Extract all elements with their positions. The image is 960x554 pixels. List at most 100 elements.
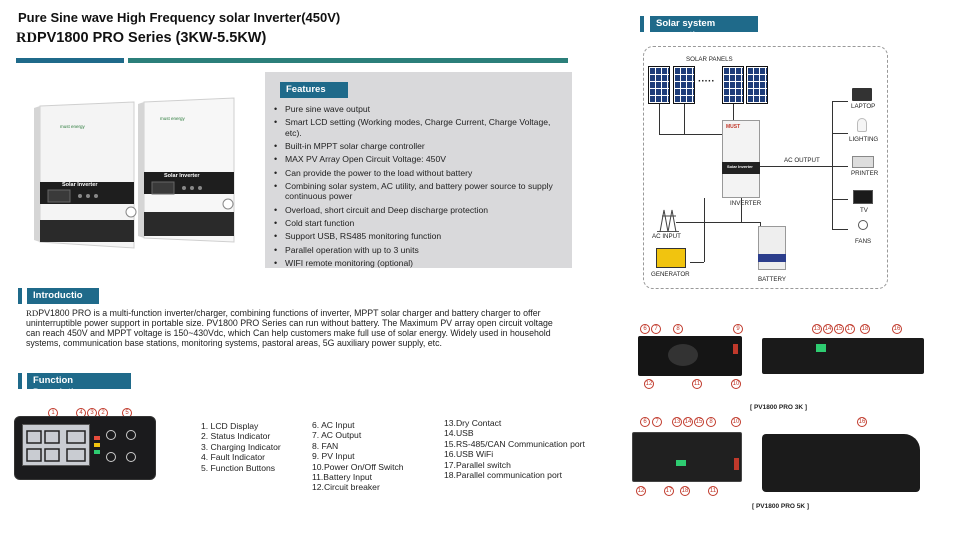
wire xyxy=(690,262,704,263)
feature-item: Can provide the power to the load withou… xyxy=(272,168,562,179)
caption-3k: [ PV1800 PRO 3K ] xyxy=(750,404,808,411)
solar-panel-icon xyxy=(746,66,768,104)
feature-item: Smart LCD setting (Working modes, Charge… xyxy=(272,117,562,138)
wire xyxy=(832,133,848,134)
inverter-unit-right xyxy=(138,97,235,243)
generator-label: GENERATOR xyxy=(651,271,690,278)
feature-item: Support USB, RS485 monitoring function xyxy=(272,231,562,242)
inverter-side-5k-image xyxy=(762,434,920,492)
printer-label: PRINTER xyxy=(851,170,879,177)
port-callout: 11 xyxy=(692,379,702,389)
unit-label-left: Solar Inverter xyxy=(62,182,98,188)
ellipsis-icon: ····· xyxy=(698,76,715,87)
fan-grille-icon xyxy=(668,344,698,366)
inverter-illustration xyxy=(34,97,235,249)
inverter-label: INVERTER xyxy=(730,200,762,207)
function-item: 1. LCD Display xyxy=(201,421,259,431)
function-list-col1: 1. LCD Display 2. Status Indicator 3. Ch… xyxy=(201,421,281,473)
product-image: Solar Inverter Solar Inverter must energ… xyxy=(16,72,266,268)
charge-led-icon xyxy=(94,443,100,447)
power-tower-icon xyxy=(657,208,679,233)
lcd-segments xyxy=(26,430,86,462)
solar-diagram-frame xyxy=(643,46,888,289)
wire xyxy=(760,222,761,228)
intro-marker xyxy=(18,288,22,304)
solar-panel-icon xyxy=(673,66,695,104)
function-item: 15.RS-485/CAN Communication port xyxy=(444,438,585,449)
port-callout: 16 xyxy=(892,324,902,334)
feature-item: Overload, short circuit and Deep dischar… xyxy=(272,205,562,216)
solar-marker xyxy=(640,16,644,32)
series-brand: RD xyxy=(16,30,37,46)
power-tower-graphic xyxy=(659,209,677,233)
intro-paragraph: RDPV1800 PRO is a multi-function inverte… xyxy=(26,308,566,348)
features-list: Pure sine wave output Smart LCD setting … xyxy=(272,104,562,271)
solar-panels-label: SOLAR PANELS xyxy=(686,56,733,63)
function-item: 13.Dry Contact xyxy=(444,418,502,428)
intro-heading: Introductio xyxy=(27,288,99,304)
lightbulb-icon xyxy=(857,118,867,132)
feature-item: Combining solar system, AC utility, and … xyxy=(272,181,562,202)
battery-stripe-icon xyxy=(758,254,786,262)
port-callout: 11 xyxy=(708,486,718,496)
ac-input-label: AC INPUT xyxy=(652,233,681,240)
function-item: 4. Fault Indicator xyxy=(201,452,266,463)
page-title: Pure Sine wave High Frequency solar Inve… xyxy=(18,10,341,25)
usb-port-icon xyxy=(676,460,686,466)
lcd-display-image xyxy=(22,424,90,466)
inverter-display-icon xyxy=(722,162,760,174)
port-callout: 13 xyxy=(672,417,682,427)
port-callout: 16 xyxy=(857,417,867,427)
ac-output-label: AC OUTPUT xyxy=(784,157,820,164)
inverter-unit-left xyxy=(34,101,135,249)
function-item: 3. Charging Indicator xyxy=(201,441,281,452)
function-item: 18.Parallel communication port xyxy=(444,470,562,481)
down-button-icon[interactable] xyxy=(106,452,116,462)
wire xyxy=(741,198,742,222)
function-item: 9. PV Input xyxy=(312,451,355,462)
port-callout: 18 xyxy=(860,324,870,334)
inverter-unit-label: Solar Inverter xyxy=(727,164,753,169)
function-item: 5. Function Buttons xyxy=(201,462,276,473)
function-item: 14.USB xyxy=(444,428,474,439)
wire xyxy=(733,104,734,120)
function-item: 17.Parallel switch xyxy=(444,459,511,470)
solar-panel-icon xyxy=(648,66,670,104)
port-callout: 7 xyxy=(651,324,661,334)
inverter-brand: MUST xyxy=(726,124,741,130)
function-list-col3: 13.Dry Contact 14.USB 15.RS-485/CAN Comm… xyxy=(444,418,585,480)
enter-button-icon[interactable] xyxy=(126,430,136,440)
port-callout: 7 xyxy=(652,417,662,427)
function-item: 2. Status Indicator xyxy=(201,431,271,442)
features-heading: Features xyxy=(280,82,348,98)
esc-button-icon[interactable] xyxy=(126,452,136,462)
printer-icon xyxy=(852,156,874,168)
inverter-side-3k-image xyxy=(762,338,924,374)
brand-label-left: must energy xyxy=(60,124,85,129)
port-callout: 8 xyxy=(706,417,716,427)
fan-icon xyxy=(858,220,868,230)
wire xyxy=(704,222,760,223)
generator-icon xyxy=(656,248,686,268)
function-item: 7. AC Output xyxy=(312,430,362,441)
port-callout: 12 xyxy=(644,379,654,389)
wire xyxy=(676,222,704,223)
header-divider-left xyxy=(16,58,124,63)
port-callout: 15 xyxy=(834,324,844,334)
port-callout: 6 xyxy=(640,417,650,427)
wire xyxy=(704,198,705,262)
feature-item: MAX PV Array Open Circuit Voltage: 450V xyxy=(272,154,562,165)
wire xyxy=(659,134,723,135)
port-callout: 14 xyxy=(683,417,693,427)
brand-label-right: must energy xyxy=(160,116,185,121)
up-button-icon[interactable] xyxy=(106,430,116,440)
wire xyxy=(832,199,848,200)
inverter-bottom-5k-image xyxy=(632,432,742,482)
feature-item: Pure sine wave output xyxy=(272,104,562,115)
inverter-icon xyxy=(722,120,760,198)
port-callout: 18 xyxy=(680,486,690,496)
function-heading: Function Description xyxy=(27,373,131,398)
power-switch-5k-icon xyxy=(734,458,739,470)
lighting-label: LIGHTING xyxy=(849,136,879,143)
wire xyxy=(832,166,848,167)
